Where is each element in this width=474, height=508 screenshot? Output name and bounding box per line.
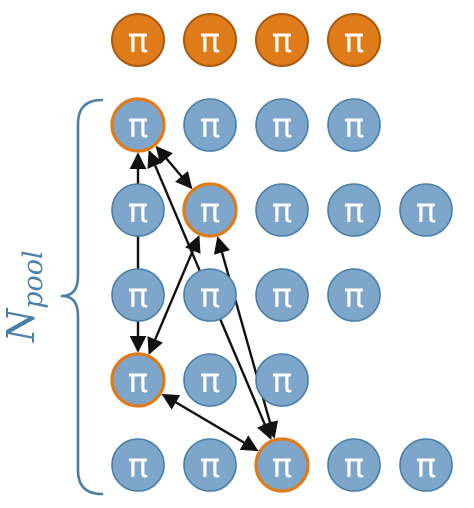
pi-symbol: π	[128, 106, 148, 146]
double-arrow	[147, 235, 201, 355]
pool-policy-node: π	[255, 353, 309, 407]
node-circle	[327, 438, 381, 492]
pool-policy-node: π	[399, 183, 453, 237]
node-circle	[183, 13, 237, 67]
pool-policy-node: π	[399, 438, 453, 492]
pi-symbol: π	[416, 446, 436, 486]
pi-symbol: π	[344, 106, 364, 146]
node-circle	[327, 98, 381, 152]
node-circle	[255, 13, 309, 67]
pool-policy-node: π	[183, 268, 237, 322]
pi-symbol: π	[272, 446, 292, 486]
node-circle	[111, 183, 165, 237]
node-circle	[255, 353, 309, 407]
pool-policy-node: π	[183, 98, 237, 152]
pool-policy-node: π	[111, 438, 165, 492]
pi-symbol: π	[416, 191, 436, 231]
pi-symbol: π	[200, 361, 220, 401]
pi-symbol: π	[128, 361, 148, 401]
elite-policy-node: π	[183, 13, 237, 67]
pool-policy-node: π	[327, 438, 381, 492]
selected-pool-policy-node: π	[182, 182, 238, 238]
pi-symbol: π	[344, 446, 364, 486]
pool-policy-node: π	[255, 183, 309, 237]
pool-policy-node: π	[183, 353, 237, 407]
double-arrow	[213, 236, 279, 439]
double-arrow	[161, 393, 259, 452]
node-circle	[111, 438, 165, 492]
pi-symbol: π	[128, 21, 148, 61]
pi-symbol: π	[200, 446, 220, 486]
selected-pool-policy-node: π	[110, 97, 166, 153]
pi-symbol: π	[344, 276, 364, 316]
node-circle	[254, 437, 310, 493]
node-circle	[183, 438, 237, 492]
pi-symbol: π	[272, 276, 292, 316]
node-circle	[110, 97, 166, 153]
pi-symbol: π	[128, 191, 148, 231]
pi-symbol: π	[344, 21, 364, 61]
node-circle	[111, 13, 165, 67]
pi-symbol: π	[200, 191, 220, 231]
pool-policy-node: π	[111, 183, 165, 237]
pool-policy-node: π	[183, 438, 237, 492]
pool-policy-node: π	[327, 98, 381, 152]
pi-symbol: π	[200, 21, 220, 61]
pool-brace	[60, 98, 104, 496]
pool-policy-node: π	[255, 98, 309, 152]
elite-policy-node: π	[327, 13, 381, 67]
pool-policy-node: π	[327, 268, 381, 322]
pi-symbol: π	[272, 361, 292, 401]
policy-nodes: π π π π π π π π π π π π π π π π π π π π π π π π π	[110, 13, 453, 493]
pi-symbol: π	[272, 106, 292, 146]
node-circle	[183, 268, 237, 322]
pi-symbol: π	[200, 276, 220, 316]
elite-policy-node: π	[255, 13, 309, 67]
elite-policy-node: π	[111, 13, 165, 67]
pool-policy-node: π	[111, 268, 165, 322]
node-circle	[327, 183, 381, 237]
node-circle	[399, 183, 453, 237]
pool-label-main: N	[0, 307, 43, 343]
pool-policy-node: π	[327, 183, 381, 237]
node-circle	[255, 268, 309, 322]
node-circle	[255, 98, 309, 152]
node-circle	[255, 183, 309, 237]
node-circle	[111, 268, 165, 322]
node-circle	[183, 353, 237, 407]
pool-policy-node: π	[255, 268, 309, 322]
pool-size-label: Npool	[0, 250, 49, 343]
pi-symbol: π	[200, 106, 220, 146]
pi-symbol: π	[128, 446, 148, 486]
pi-symbol: π	[344, 191, 364, 231]
pi-symbol: π	[272, 21, 292, 61]
selected-pool-policy-node: π	[110, 352, 166, 408]
node-circle	[327, 268, 381, 322]
pool-label-subscript: pool	[18, 250, 49, 308]
pi-symbol: π	[272, 191, 292, 231]
node-circle	[183, 98, 237, 152]
node-circle	[327, 13, 381, 67]
node-circle	[182, 182, 238, 238]
node-circle	[110, 352, 166, 408]
pi-symbol: π	[128, 276, 148, 316]
selected-pool-policy-node: π	[254, 437, 310, 493]
node-circle	[399, 438, 453, 492]
